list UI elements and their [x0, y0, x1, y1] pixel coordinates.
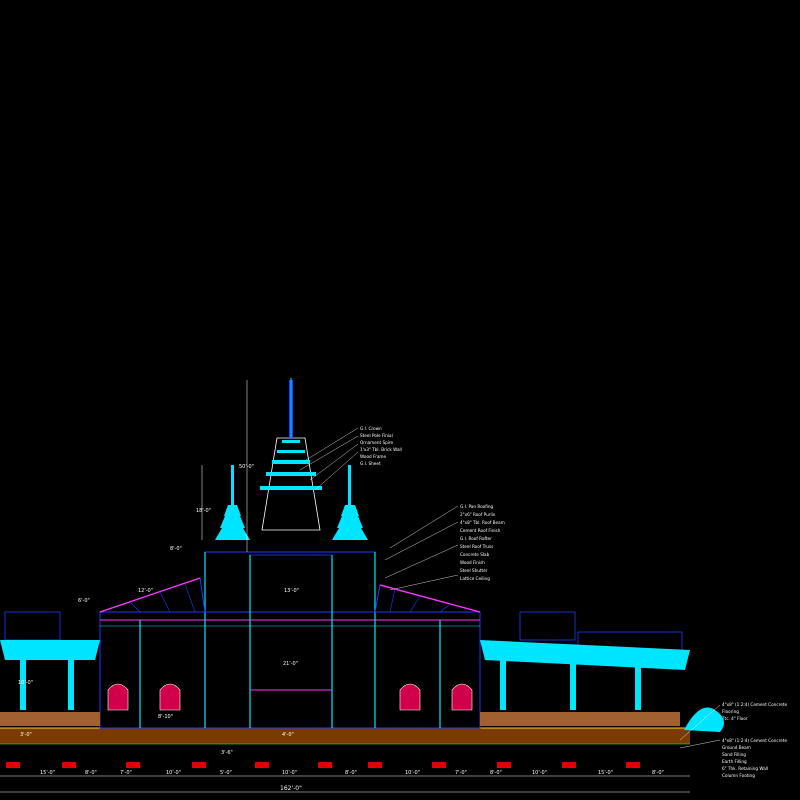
note-label: G.I. Roof Rafter — [460, 536, 492, 541]
dim-label: 10'-0" — [166, 770, 181, 776]
dim-label: 10'-0" — [18, 680, 33, 686]
note-label: Lattice Ceiling — [460, 576, 490, 581]
note-label: 4"x8" (1:2:4) Cement Concrete — [722, 738, 787, 743]
note-label: Sand Filling — [722, 752, 746, 757]
dim-label: 8'-0" — [345, 770, 357, 776]
dim-label: 21'-0" — [283, 661, 298, 667]
dim-label: 7'-0" — [455, 770, 467, 776]
dim-label: 7'-0" — [120, 770, 132, 776]
note-label: Steel Roof Truss — [460, 544, 493, 549]
dim-label: 3'-0" — [20, 732, 32, 738]
dim-label: 15'-0" — [598, 770, 613, 776]
note-label: Flooring — [722, 709, 739, 714]
right-veranda — [480, 611, 690, 726]
dim-label: 18'-0" — [196, 508, 211, 514]
note-label: G.I. Pan Roofing — [460, 504, 493, 509]
dim-label: 8'-10" — [158, 714, 173, 720]
bottom-dimension-labels: 15'-0" 8'-0" 7'-0" 10'-0" 5'-0" 10'-0" 8… — [40, 770, 664, 792]
dim-label: 3'-6" — [221, 750, 233, 756]
footings — [6, 762, 640, 768]
note-label: G.I. Crown — [360, 426, 382, 431]
foundation-notes: 4"x8" (1:2:4) Cement Concrete Flooring T… — [721, 702, 787, 778]
central-tower — [260, 378, 322, 531]
note-label: Concrete Slab — [460, 552, 490, 557]
vertical-dimension-labels: 50'-0" 18'-0" 8'-0" 12'-0" 6'-0" 13'-0" … — [18, 464, 299, 756]
dim-label: 10'-0" — [405, 770, 420, 776]
note-label: Steel Pole Finial — [360, 433, 393, 438]
note-label: 1'x3" Tbl. Brick Wall — [360, 447, 402, 452]
note-label: G.I. Sheet — [360, 461, 381, 466]
overall-width-label: 162'-0" — [280, 785, 302, 792]
hall-columns — [139, 552, 441, 728]
note-label: Cement Roof Finish — [460, 528, 501, 533]
left-roof — [99, 577, 201, 613]
note-label: Column Footing — [722, 773, 755, 778]
tower-notes: G.I. Crown Steel Pole Finial Ornament Sp… — [360, 426, 402, 466]
note-label: Ornament Spire — [360, 440, 394, 445]
dim-label: 6'-0" — [78, 598, 90, 604]
inner-nave — [249, 554, 333, 729]
arched-windows — [107, 683, 473, 711]
note-label: Wood Frame — [360, 454, 386, 459]
dim-label: 8'-0" — [170, 546, 182, 552]
entrance-ornament — [684, 707, 724, 732]
note-label: Ttc. 4" Floor — [721, 716, 748, 721]
dim-label: 8'-0" — [652, 770, 664, 776]
dimension-lines — [0, 380, 690, 793]
note-label: Wood Finish — [460, 560, 485, 565]
dim-label: 15'-0" — [40, 770, 55, 776]
central-hall — [204, 551, 376, 729]
dim-label: 5'-0" — [220, 770, 232, 776]
roof-notes: G.I. Pan Roofing 2"x6" Roof Purlin 4"x8"… — [460, 504, 505, 581]
left-spire — [215, 465, 250, 540]
right-roof — [379, 584, 481, 613]
note-label: 6" Thk. Retaining Wall — [722, 766, 768, 771]
note-label: 2"x6" Roof Purlin — [460, 512, 496, 517]
right-spire — [332, 465, 368, 540]
dim-label: 12'-0" — [138, 588, 153, 594]
dim-label: 10'-0" — [532, 770, 547, 776]
dim-label: 10'-0" — [282, 770, 297, 776]
left-veranda — [0, 611, 100, 726]
note-label: Ground Beam — [722, 745, 751, 750]
note-label: Earth Filling — [722, 759, 747, 764]
ground-band — [0, 728, 690, 744]
note-label: Steel Shutter — [460, 568, 488, 573]
dim-label: 8'-0" — [85, 770, 97, 776]
dim-label: 8'-0" — [490, 770, 502, 776]
note-label: 4"x8" (1:2:4) Cement Concrete — [722, 702, 787, 707]
main-hall — [99, 611, 481, 729]
note-label: 4"x8" Tbl. Roof Beam — [460, 520, 505, 525]
dim-label: 50'-0" — [239, 464, 254, 470]
note-leaders — [299, 427, 721, 749]
dim-label: 4'-0" — [282, 732, 294, 738]
dim-label: 13'-0" — [284, 588, 299, 594]
truss-webs — [129, 583, 451, 613]
